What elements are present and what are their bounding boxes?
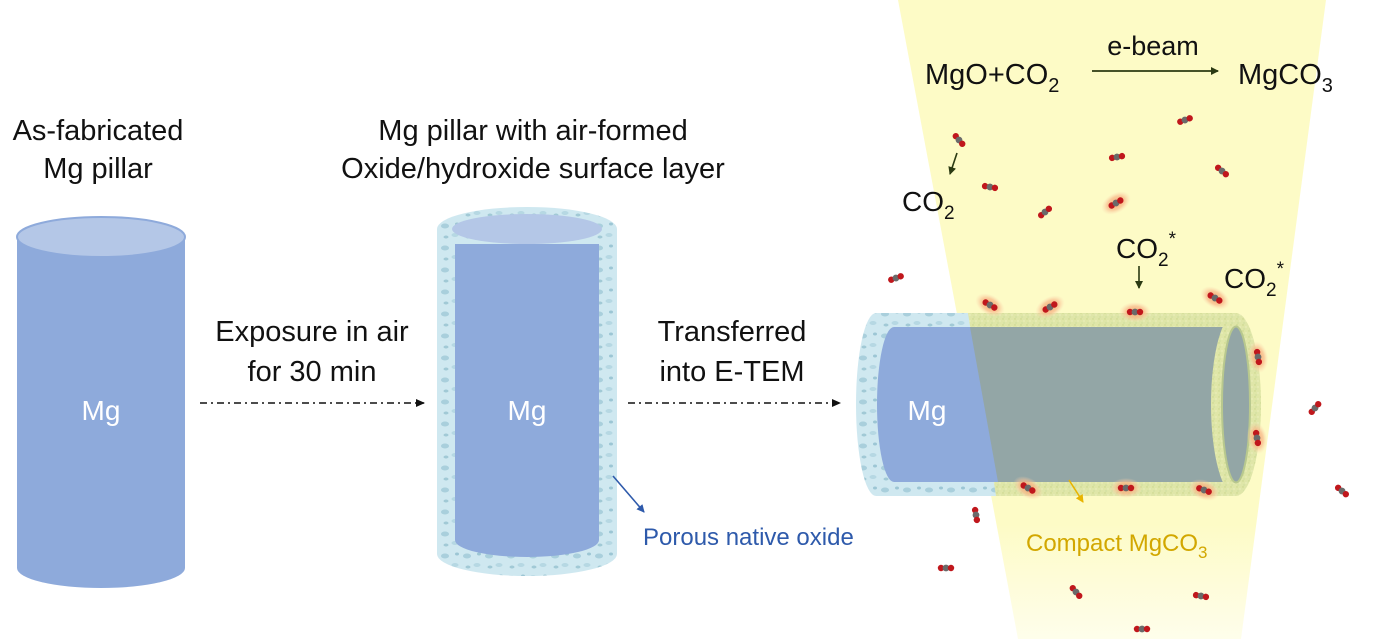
reaction-equation: MgO+CO2 e-beam MgCO3 [925,31,1333,97]
co2-molecule-excited [1101,191,1131,215]
stage2-group: Mg pillar with air-formed Oxide/hydroxid… [341,115,854,576]
co2-molecule-excited [1246,422,1268,454]
arrow1-line1: Exposure in air [215,316,409,348]
co2-molecule-excited [1247,341,1269,373]
co2-molecule [1177,115,1193,125]
co2-excited-label-1: CO2* [1116,229,1177,271]
co2-excited-label-2: CO2* [1224,259,1285,301]
co2-molecule-excited [1200,286,1230,310]
stage2-pillar-label: Mg [508,395,547,426]
co2-molecule-excited [1110,478,1142,498]
stage2-title-line1: Mg pillar with air-formed [378,115,687,147]
co2-molecule [1334,484,1350,498]
arrow2-line1: Transferred [658,316,807,348]
carbonated-core [970,327,1226,482]
arrow1-group: Exposure in air for 30 min [200,316,425,407]
co2-molecule [1214,164,1230,178]
svg-text:MgCO3: MgCO3 [1238,59,1333,97]
mg-pillar-core [452,214,602,557]
stage1-group: As-fabricated Mg pillar Mg [13,115,186,588]
co2-molecule [1192,591,1210,601]
stage1-title-line1: As-fabricated [13,115,184,147]
pillar-end-cap-inner [1221,325,1251,484]
reactant-a: MgO+CO [925,59,1048,91]
compact-mgco3-label: Compact MgCO3 [1026,530,1208,562]
stage1-pillar-label: Mg [82,395,121,426]
co2-molecule [971,506,981,524]
stage1-title-line2: Mg pillar [43,153,153,185]
co2-molecule-excited [1013,476,1043,500]
co2-molecules [888,115,1350,633]
arrow2-group: Transferred into E-TEM [628,316,841,407]
co2-label: CO2 [902,186,955,224]
compact-carbonate-pointer [1068,479,1084,503]
product-subscript: 3 [1322,75,1333,97]
reactant-a-subscript: 2 [1048,75,1059,97]
arrow1-line2: for 30 min [248,356,377,388]
co2-molecule [1308,400,1322,416]
porous-native-oxide-label: Porous native oxide [643,524,854,551]
stage2-title-line2: Oxide/hydroxide surface layer [341,153,725,185]
co2-molecule [1108,152,1126,162]
stage3-pillar-label: Mg [908,395,947,426]
co2-molecule-excited [1035,295,1065,319]
arrow2-line2: into E-TEM [659,356,804,388]
co2-molecule-excited [1188,479,1220,501]
co2-molecule [952,132,966,148]
reaction-arrow-label: e-beam [1107,31,1199,61]
co2-molecule [1133,625,1151,633]
svg-text:MgO+CO2: MgO+CO2 [925,59,1059,97]
co2-molecule [1069,584,1083,600]
co2-molecule [1037,205,1053,219]
co2-molecule-excited [1119,302,1151,322]
porous-oxide-pointer [612,475,645,513]
co2-molecule [888,273,904,283]
mg-pillar-bare [16,216,186,588]
product: MgCO [1238,59,1322,91]
co2-molecule [937,564,955,572]
stage3-pillar [856,313,1261,496]
co2-pointer [948,152,958,175]
co2-molecule-excited [975,293,1005,317]
co2-molecule [981,182,999,192]
